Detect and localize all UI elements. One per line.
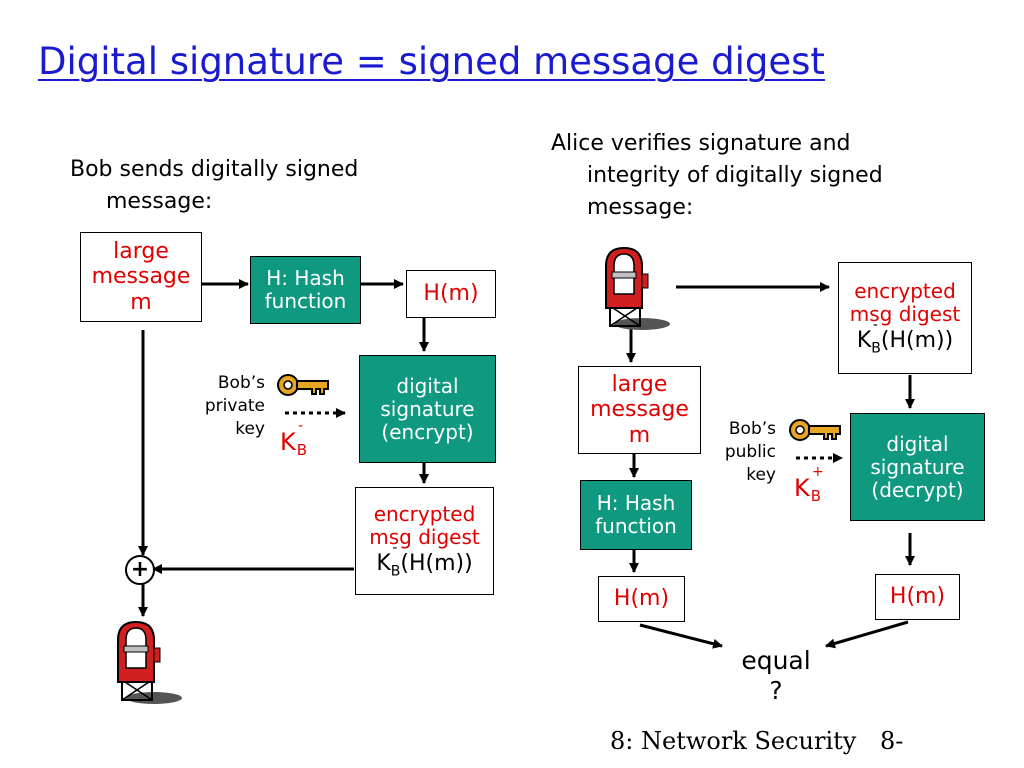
- hm-box-right-right: H(m): [875, 574, 960, 620]
- private-key-label-line3: key: [235, 419, 265, 439]
- private-key-symbol-sub: B: [296, 441, 308, 459]
- arrow-hm-right-to-equal: [825, 620, 909, 649]
- signature-encrypt-line2: signature: [380, 396, 475, 421]
- public-key-symbol-sub: B: [810, 487, 822, 505]
- private-key-symbol-sup: -: [298, 418, 304, 434]
- encrypted-digest-left-expr: KB -(H(m)): [376, 540, 473, 580]
- public-key-symbol-base: K: [794, 474, 810, 502]
- hash-function-line2: function: [264, 289, 347, 313]
- encrypted-digest-right-line1: encrypted: [854, 278, 956, 303]
- large-message-line1: large: [113, 239, 169, 265]
- right-intro-line3: message:: [587, 195, 694, 220]
- encrypted-digest-right-expr: KB -(H(m)): [856, 317, 954, 357]
- public-key-icon: [789, 419, 841, 441]
- encrypted-digest-left-line1: encrypted: [373, 501, 476, 526]
- arrow-hm-left-to-equal: [639, 623, 723, 649]
- bob-private-key-label: Bob’s private key: [170, 372, 265, 441]
- signature-encrypt-line1: digital: [396, 373, 459, 398]
- left-expr-base: K: [376, 550, 391, 576]
- private-key-symbol-base: K: [280, 428, 296, 456]
- right-intro-line1: Alice verifies signature and: [551, 131, 851, 156]
- hm-box-right-left: H(m): [598, 576, 685, 622]
- left-intro-line1: Bob sends digitally signed: [70, 157, 359, 182]
- encrypted-digest-right-line2: msg digest: [849, 301, 961, 326]
- bob-public-key-label: Bob’s public key: [700, 418, 776, 487]
- right-intro-line2: integrity of digitally signed: [587, 163, 883, 188]
- large-message-line2: message: [91, 264, 191, 290]
- digital-signature-encrypt-box: digital signature (encrypt): [359, 355, 496, 463]
- equal-question: equal ?: [722, 646, 830, 706]
- hash-function-right-line2: function: [595, 514, 677, 538]
- encrypted-digest-left-line2: msg digest: [369, 524, 480, 549]
- private-key-icon: [277, 374, 329, 396]
- hash-function-line1: H: Hash: [266, 266, 345, 290]
- footer-page: 8-: [880, 727, 904, 755]
- hm-box: H(m): [406, 270, 496, 318]
- public-key-label-line3: key: [746, 465, 776, 485]
- large-message-box-right: large message m: [578, 366, 701, 454]
- signature-decrypt-line2: signature: [870, 454, 965, 479]
- large-message-right-line1: large: [611, 372, 668, 398]
- left-intro-line2: message:: [106, 189, 213, 214]
- signature-decrypt-line1: digital: [886, 431, 949, 456]
- large-message-line3: m: [130, 289, 152, 315]
- left-intro: Bob sends digitally signed message:: [70, 154, 358, 218]
- left-expr-rest: (H(m)): [400, 550, 473, 576]
- private-key-label-line2: private: [204, 396, 265, 416]
- large-message-right-line2: message: [590, 397, 689, 423]
- left-expr-sub: B: [390, 563, 401, 580]
- private-key-symbol: KB -: [280, 418, 308, 459]
- public-key-symbol-sup: +: [812, 464, 824, 480]
- public-key-label-line2: public: [724, 442, 776, 462]
- question-mark: ?: [769, 676, 783, 705]
- digital-signature-decrypt-box: digital signature (decrypt): [850, 413, 985, 521]
- footer: 8: Network Security 8-: [610, 727, 903, 755]
- hash-function-right-line1: H: Hash: [596, 491, 676, 515]
- right-expr-sub: B: [871, 340, 881, 357]
- private-key-label-line1: Bob’s: [217, 373, 265, 393]
- plus-circle: +: [125, 555, 155, 585]
- right-expr-rest: (H(m)): [880, 327, 954, 353]
- large-message-right-line3: m: [628, 422, 651, 448]
- large-message-box: large message m: [80, 232, 202, 322]
- right-expr-base: K: [856, 327, 872, 353]
- footer-chapter: 8: Network Security: [610, 727, 857, 755]
- right-expr-sup: -: [872, 316, 878, 333]
- mailbox-icon-left: [117, 620, 182, 704]
- hash-function-box-right: H: Hash function: [580, 480, 692, 550]
- signature-decrypt-line3: (decrypt): [871, 477, 964, 502]
- encrypted-digest-box-right: encrypted msg digest KB -(H(m)): [838, 262, 972, 374]
- public-key-symbol: KB +: [794, 464, 824, 505]
- hash-function-box: H: Hash function: [250, 256, 361, 324]
- encrypted-digest-box-left: encrypted msg digest KB -(H(m)): [355, 487, 494, 595]
- left-expr-sup: -: [392, 539, 398, 556]
- right-intro: Alice verifies signature and integrity o…: [551, 128, 883, 224]
- mailbox-icon-right: [605, 246, 670, 330]
- public-key-label-line1: Bob’s: [728, 419, 776, 439]
- page-title: Digital signature = signed message diges…: [38, 40, 825, 83]
- equal-word: equal: [741, 646, 811, 675]
- signature-encrypt-line3: (encrypt): [381, 419, 474, 444]
